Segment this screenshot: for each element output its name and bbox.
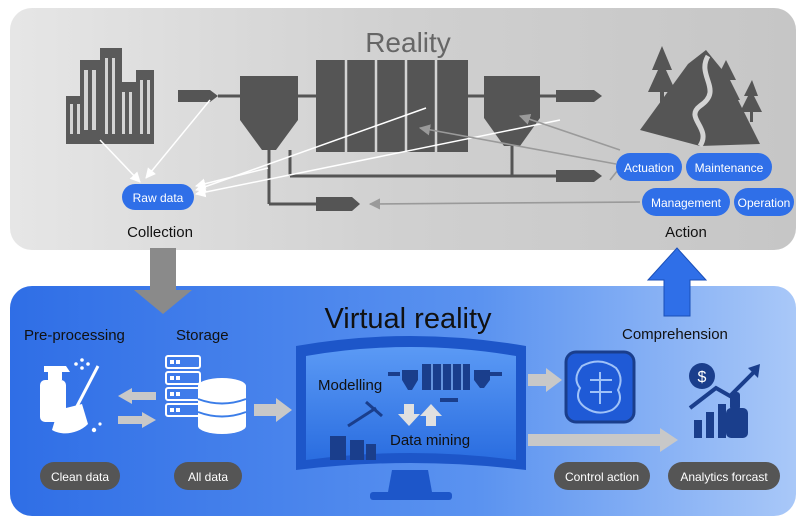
to-model-arrow-icon	[254, 398, 292, 422]
analytics-forecast-pill[interactable]: Analytics forcast	[668, 462, 780, 490]
clean-data-pill[interactable]: Clean data	[40, 462, 120, 490]
maintenance-pill[interactable]: Maintenance	[686, 153, 772, 181]
analytics-forecast-icon: $	[688, 363, 760, 438]
up-arrow-icon	[646, 247, 708, 317]
model-mining-arrows-icon	[398, 404, 442, 426]
down-arrow-icon	[134, 248, 192, 314]
all-data-pill[interactable]: All data	[174, 462, 242, 490]
management-label: Management	[651, 196, 722, 210]
control-action-pill[interactable]: Control action	[554, 462, 650, 490]
river-landscape-icon	[640, 46, 762, 148]
pre-processing-label: Pre-processing	[24, 327, 125, 344]
mining-icon	[330, 400, 383, 460]
raw-data-label: Raw data	[133, 191, 184, 205]
exchange-arrows-icon	[118, 388, 156, 428]
comprehension-label: Comprehension	[622, 326, 728, 343]
to-ai-arrow-icon	[528, 368, 562, 392]
clean-data-label: Clean data	[51, 470, 109, 484]
server-database-icon	[165, 355, 247, 434]
action-arrows	[368, 113, 641, 210]
reality-title: Reality	[365, 27, 451, 58]
raw-data-pill[interactable]: Raw data	[122, 184, 194, 210]
treatment-plant-icon	[178, 60, 602, 211]
maintenance-label: Maintenance	[695, 161, 764, 175]
svg-text:$: $	[698, 369, 707, 386]
operation-label: Operation	[738, 196, 791, 210]
ai-chip-icon	[564, 350, 636, 424]
mini-plant-icon	[388, 364, 502, 402]
control-action-label: Control action	[565, 470, 639, 484]
actuation-pill[interactable]: Actuation	[616, 153, 682, 181]
action-label: Action	[665, 224, 707, 241]
collection-label: Collection	[127, 224, 193, 241]
data-mining-label: Data mining	[390, 432, 470, 449]
actuation-label: Actuation	[624, 161, 674, 175]
all-data-label: All data	[188, 470, 228, 484]
modelling-label: Modelling	[318, 377, 382, 394]
collection-arrows	[99, 99, 561, 198]
analytics-forecast-label: Analytics forcast	[680, 470, 768, 484]
management-pill[interactable]: Management	[642, 188, 730, 216]
cleaning-spray-icon	[40, 358, 102, 434]
storage-label: Storage	[176, 327, 229, 344]
city-buildings-icon	[66, 48, 154, 144]
to-analytics-arrow-icon	[528, 428, 678, 452]
virtual-reality-title: Virtual reality	[324, 303, 492, 335]
operation-pill[interactable]: Operation	[734, 188, 794, 216]
